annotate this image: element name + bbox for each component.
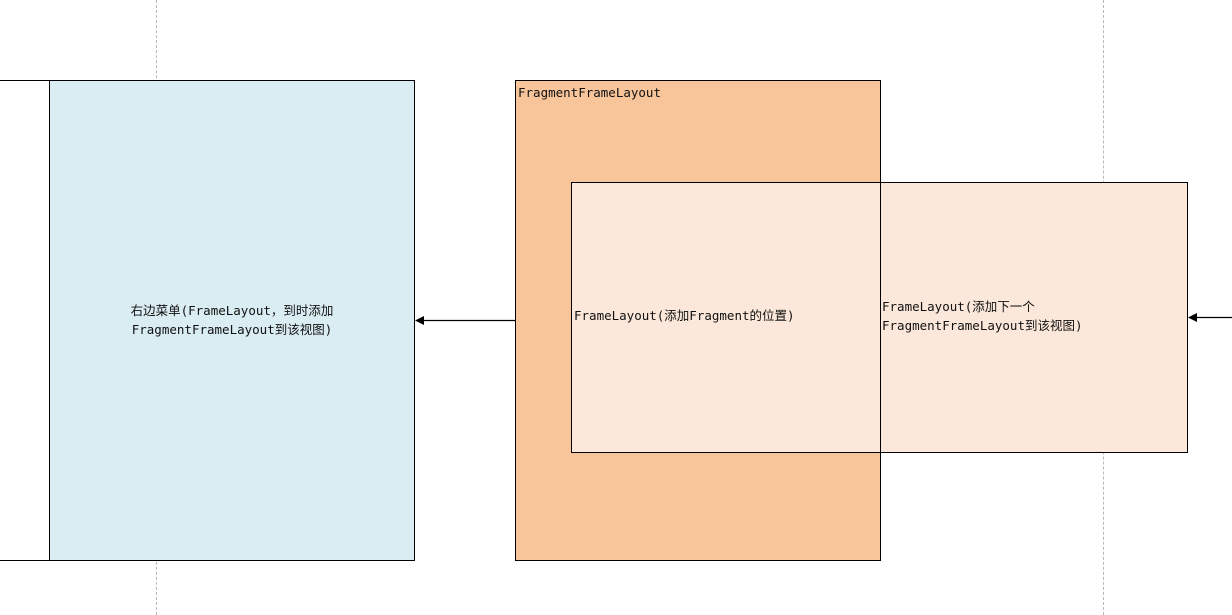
arrow-fragment-to-right-menu [415,316,515,325]
right-menu-label-line1: 右边菜单(FrameLayout，到时添加 [130,303,334,318]
next-frame-label-line1: FrameLayout(添加下一个 [882,299,1035,314]
inner-frame-layout-label: FrameLayout(添加Fragment的位置) [574,308,795,323]
right-menu-box[interactable]: 右边菜单(FrameLayout，到时添加 FragmentFrameLayou… [49,80,415,561]
arrowhead-icon [415,316,424,325]
arrow-incoming-to-next-frame [1188,313,1232,322]
fragment-frame-layout-title: FragmentFrameLayout [518,85,661,100]
next-frame-label-line2: FragmentFrameLayout到该视图) [882,318,1083,333]
next-frame-layout-box[interactable]: FrameLayout(添加下一个 FragmentFrameLayout到该视… [880,182,1188,453]
right-menu-label-line2: FragmentFrameLayout到该视图) [131,322,333,337]
next-frame-layout-label: FrameLayout(添加下一个 FragmentFrameLayout到该视… [882,297,1083,335]
arrowhead-icon [1188,313,1197,322]
right-menu-label: 右边菜单(FrameLayout，到时添加 FragmentFrameLayou… [50,301,414,339]
